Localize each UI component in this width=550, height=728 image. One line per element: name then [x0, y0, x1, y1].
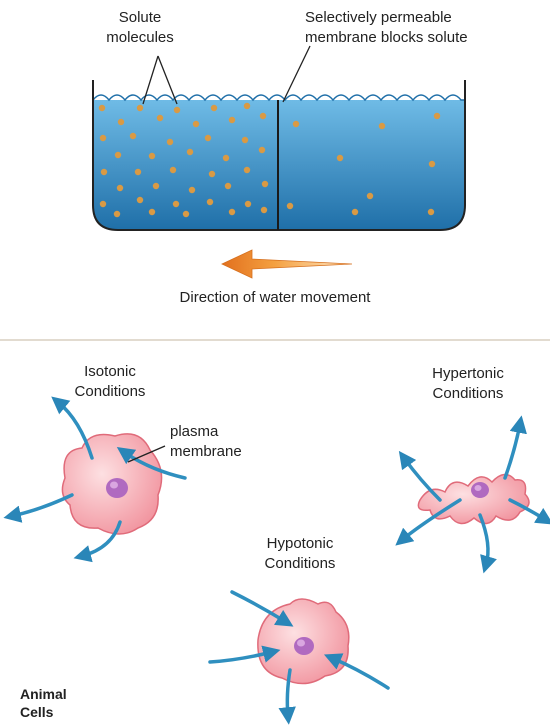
solute-label: Solute molecules [85, 8, 195, 48]
isotonic-title: Isotonic Conditions [55, 362, 165, 402]
hypertonic-title: Hypertonic Conditions [413, 364, 523, 404]
water-surface [93, 95, 465, 100]
beaker [93, 80, 465, 230]
membrane-label: Selectively permeable membrane blocks so… [305, 8, 468, 48]
water-direction-arrow [222, 250, 352, 278]
animal-cells-label: Animal Cells [20, 685, 67, 721]
plasma-membrane-label: plasma membrane [170, 422, 242, 462]
hypotonic-title: Hypotonic Conditions [245, 534, 355, 574]
isotonic-cell [62, 434, 161, 534]
water-direction-label: Direction of water movement [140, 288, 410, 308]
